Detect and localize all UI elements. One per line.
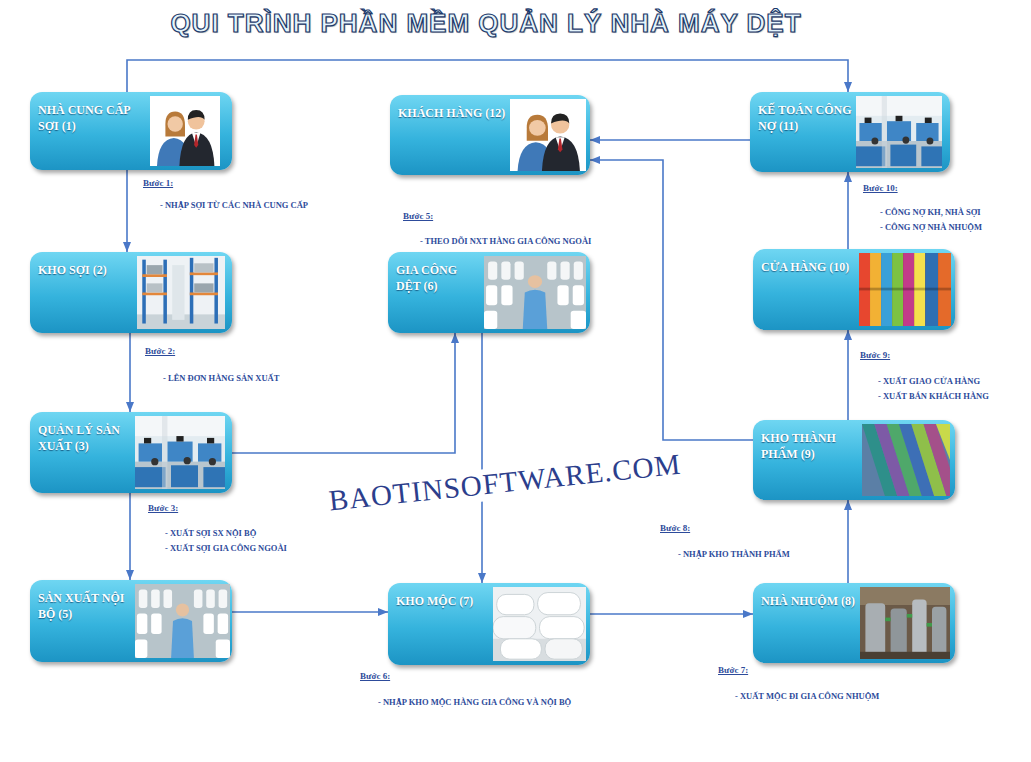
box-picture <box>493 587 586 661</box>
box-picture <box>860 587 950 659</box>
box-picture <box>860 587 950 659</box>
watermark: BAOTINSOFTWARE.COM <box>323 448 686 518</box>
box-picture <box>493 587 586 661</box>
box-label: GIA CÔNG DỆT (6) <box>396 262 481 294</box>
box-picture <box>135 584 230 658</box>
step-note: - NHẬP SỢI TỪ CÁC NHÀ CUNG CẤP <box>160 200 308 210</box>
box-picture <box>484 256 586 329</box>
box-picture <box>135 416 225 489</box>
box-label: KHO SỢI (2) <box>38 262 134 278</box>
flow-arrow <box>847 172 849 249</box>
flow-arrow <box>232 611 388 613</box>
flow-arrow <box>590 160 753 440</box>
flow-arrow <box>129 493 131 580</box>
box-picture <box>862 424 950 496</box>
step-label: Bước 10: <box>863 183 898 194</box>
step-note: - NHẬP KHO THÀNH PHẨM <box>678 549 790 559</box>
box-picture <box>856 96 942 168</box>
process-box: NHÀ NHUỘM (8) <box>753 583 955 663</box>
box-picture <box>856 96 942 168</box>
box-picture <box>510 99 586 171</box>
box-label: KHO MỘC (7) <box>396 593 490 609</box>
step-label: Bước 6: <box>360 671 390 682</box>
box-picture <box>859 253 951 326</box>
step-note: - CÔNG NỢ KH, NHÀ SỢI <box>880 207 981 217</box>
step-note: - CÔNG NỢ NHÀ NHUỘM <box>880 222 982 232</box>
process-box: SẢN XUẤT NỘI BỘ (5) <box>30 580 232 662</box>
box-label: KHÁCH HÀNG (12) <box>398 105 508 121</box>
step-note: - XUẤT SỢI SX NỘI BỘ <box>165 528 256 538</box>
box-picture <box>150 96 220 166</box>
step-label: Bước 9: <box>860 350 890 361</box>
process-box: QUẢN LÝ SẢN XUẤT (3) <box>30 412 232 493</box>
step-note: - XUẤT GIAO CỬA HÀNG <box>878 376 980 386</box>
box-label: NHÀ CUNG CẤP SỢI (1) <box>38 102 146 134</box>
box-picture <box>135 416 225 489</box>
flow-arrow <box>590 613 753 615</box>
step-note: - XUẤT BÁN KHÁCH HÀNG <box>878 391 989 401</box>
box-label: CỬA HÀNG (10) <box>761 259 856 275</box>
step-label: Bước 8: <box>660 523 690 534</box>
flow-arrow <box>127 60 848 92</box>
box-label: KẾ TOÁN CÔNG NỢ (11) <box>758 102 853 134</box>
step-label: Bước 7: <box>718 665 748 676</box>
flow-arrow <box>847 330 849 420</box>
step-note: - LÊN ĐƠN HÀNG SẢN XUẤT <box>163 373 279 383</box>
box-label: NHÀ NHUỘM (8) <box>761 593 857 609</box>
process-box: NHÀ CUNG CẤP SỢI (1) <box>30 92 232 170</box>
flow-arrow <box>232 333 455 453</box>
flow-arrow <box>847 500 849 583</box>
box-picture <box>862 424 950 496</box>
step-label: Bước 1: <box>143 178 173 189</box>
step-note: - NHẬP KHO MỘC HÀNG GIA CÔNG VÀ NỘI BỘ <box>378 697 571 707</box>
step-note: - XUẤT MỘC ĐI GIA CÔNG NHUỘM <box>735 691 879 701</box>
flow-arrow <box>126 170 128 252</box>
flow-arrow <box>129 333 131 412</box>
step-label: Bước 3: <box>148 503 178 514</box>
step-label: Bước 5: <box>403 211 433 222</box>
box-picture <box>859 253 951 326</box>
process-box: KHÁCH HÀNG (12) <box>390 95 590 175</box>
process-box: KHO SỢI (2) <box>30 252 232 333</box>
step-note: - XUẤT SỢI GIA CÔNG NGOÀI <box>165 543 287 553</box>
process-box: KHO THÀNH PHẨM (9) <box>753 420 955 500</box>
box-picture <box>137 256 225 329</box>
box-picture <box>150 96 220 166</box>
diagram-title: QUI TRÌNH PHẦN MỀM QUẢN LÝ NHÀ MÁY DỆT <box>170 8 801 39</box>
flow-arrow <box>481 333 483 583</box>
process-box: KẾ TOÁN CÔNG NỢ (11) <box>750 92 950 172</box>
process-box: KHO MỘC (7) <box>388 583 590 665</box>
box-picture <box>137 256 225 329</box>
box-label: SẢN XUẤT NỘI BỘ (5) <box>38 590 132 622</box>
box-picture <box>135 584 230 658</box>
flow-arrow <box>590 139 750 141</box>
step-note: - THEO DÕI NXT HÀNG GIA CÔNG NGOÀI <box>420 236 591 246</box>
box-picture <box>484 256 586 329</box>
step-label: Bước 2: <box>145 346 175 357</box>
process-box: CỬA HÀNG (10) <box>753 249 955 330</box>
box-picture <box>510 99 586 171</box>
box-label: QUẢN LÝ SẢN XUẤT (3) <box>38 422 132 454</box>
box-label: KHO THÀNH PHẨM (9) <box>761 430 859 462</box>
process-box: GIA CÔNG DỆT (6) <box>388 252 590 333</box>
